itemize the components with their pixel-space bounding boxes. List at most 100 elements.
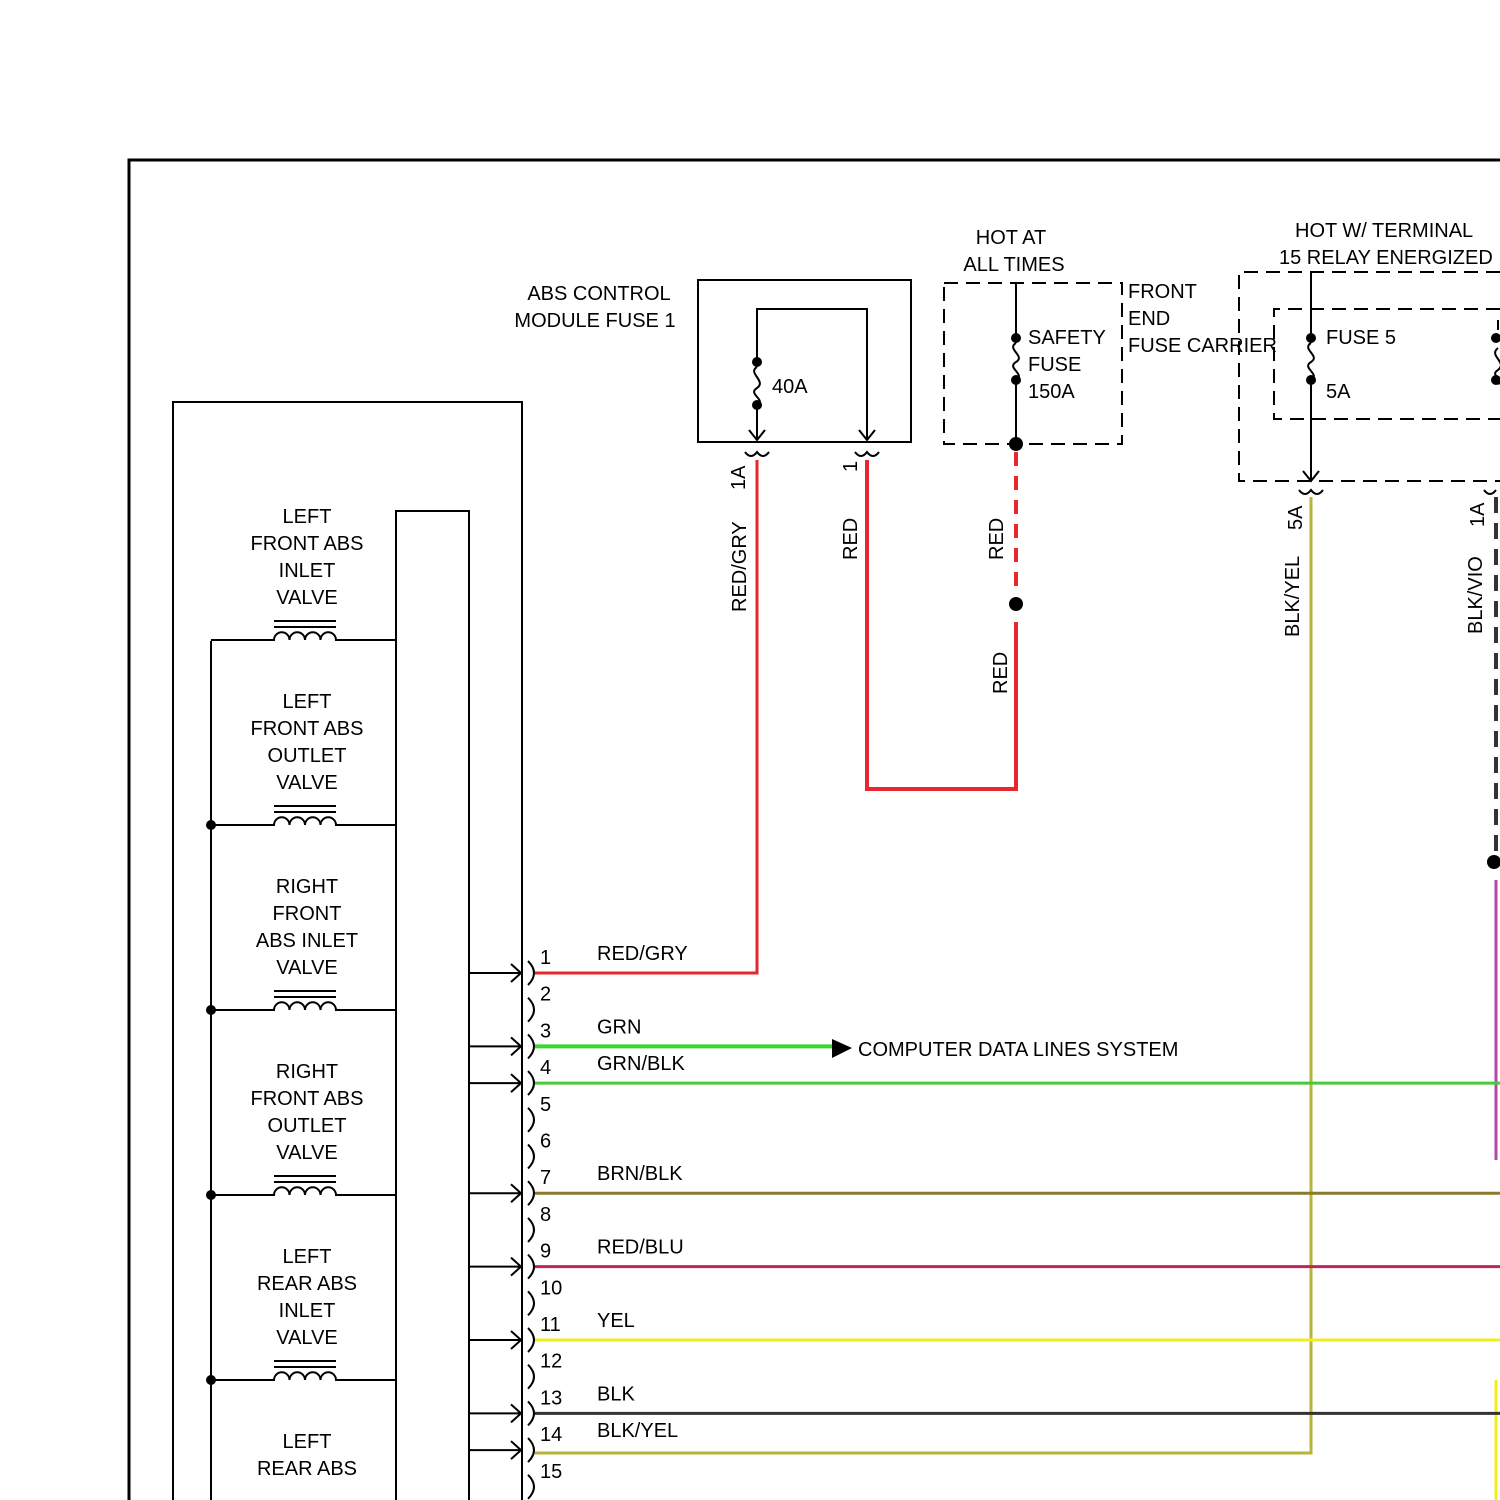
valve-3: RIGHT FRONT ABS INLET VALVE <box>206 876 396 1015</box>
wire-label: YEL <box>597 1310 635 1332</box>
wire-label: BLK <box>597 1383 635 1405</box>
wire-label: BLK/YEL <box>597 1420 678 1442</box>
valve-label-line: VALVE <box>276 587 338 609</box>
hot-at-all-times-line1: HOT AT <box>976 227 1046 249</box>
valve-label-line: ABS INLET <box>256 930 358 952</box>
valve-label-line: VALVE <box>276 1142 338 1164</box>
valve-label-line: VALVE <box>276 957 338 979</box>
solenoid-core-icon <box>274 1361 336 1367</box>
wire-label-red: RED <box>990 652 1012 694</box>
pin-number: 2 <box>540 984 551 1006</box>
wire-label-blk-vio: BLK/VIO <box>1465 556 1487 634</box>
wire-label-red: RED <box>840 518 862 560</box>
valve-4: RIGHT FRONT ABS OUTLET VALVE <box>206 1061 396 1200</box>
computer-data-lines-label: COMPUTER DATA LINES SYSTEM <box>858 1039 1178 1061</box>
splice-dot <box>206 1375 216 1385</box>
pin-number: 12 <box>540 1351 562 1373</box>
connector-pin-icon <box>528 1071 534 1095</box>
splice-dot <box>206 1005 216 1015</box>
hot-w-terminal-line2: 15 RELAY ENERGIZED <box>1279 247 1493 269</box>
fuse-5-box: HOT W/ TERMINAL 15 RELAY ENERGIZED FUSE … <box>1239 220 1500 530</box>
abs-internal-bus <box>396 511 469 1500</box>
fuse-5-rating: 5A <box>1326 381 1351 403</box>
valve-label-line: FRONT ABS <box>251 718 364 740</box>
solenoid-core-icon <box>274 1176 336 1182</box>
wire-label: BRN/BLK <box>597 1163 683 1185</box>
connector-pin-icon <box>528 998 534 1022</box>
connector-icon <box>745 452 769 456</box>
valve-label-line: VALVE <box>276 1327 338 1349</box>
valve-label-line: RIGHT <box>276 876 338 898</box>
fuse-box-outline <box>698 280 911 442</box>
valve-label-line: RIGHT <box>276 1061 338 1083</box>
solenoid-coil-icon <box>211 1002 396 1010</box>
solenoid-core-icon <box>274 806 336 812</box>
solenoid-coil-icon <box>211 632 396 640</box>
solenoid-coil-icon <box>211 817 396 825</box>
pin-label-5a: 5A <box>1285 505 1307 530</box>
valve-label-line: LEFT <box>283 506 332 528</box>
arrow-right-icon <box>832 1039 852 1058</box>
diagram-frame <box>129 160 1500 1500</box>
valve-6: LEFT REAR ABS <box>257 1431 357 1480</box>
connector-icon <box>855 452 879 456</box>
valve-label-line: REAR ABS <box>257 1458 357 1480</box>
connector-pin-icon <box>528 961 534 985</box>
splice-dot <box>1009 597 1023 611</box>
valve-label-line: FRONT <box>273 903 342 925</box>
valve-label-line: LEFT <box>283 1246 332 1268</box>
hot-w-terminal-line1: HOT W/ TERMINAL <box>1295 220 1473 242</box>
arrow-right-icon <box>469 1037 521 1055</box>
pin-number: 5 <box>540 1094 551 1116</box>
solenoid-coil-icon <box>211 1187 396 1195</box>
connector-pin-icon <box>528 1365 534 1389</box>
arrow-right-icon <box>469 1441 521 1459</box>
pin-label-1a: 1A <box>728 465 750 490</box>
fuse-40a-rating: 40A <box>772 376 808 398</box>
fuse-5-outer-outline <box>1239 272 1500 481</box>
valve-label-line: OUTLET <box>268 1115 347 1137</box>
valve-label-line: REAR ABS <box>257 1273 357 1295</box>
arrow-right-icon <box>469 964 521 982</box>
connector-pin-icon <box>528 1475 534 1499</box>
pin-number: 8 <box>540 1204 551 1226</box>
solenoid-coil-icon <box>211 1372 396 1380</box>
fuse-5-name: FUSE 5 <box>1326 327 1396 349</box>
connector-pin-icon <box>528 1145 534 1169</box>
solenoid-core-icon <box>274 991 336 997</box>
connector-icon <box>1484 490 1496 494</box>
pin-number: 1 <box>540 947 551 969</box>
abs-control-module-fuse-box: ABS CONTROL MODULE FUSE 1 40A 1A 1 <box>514 280 911 490</box>
pin-number: 11 <box>540 1314 561 1336</box>
pin-number: 15 <box>540 1461 562 1483</box>
abs-connector: 123456789101112131415 <box>469 947 562 1499</box>
valve-label-line: VALVE <box>276 772 338 794</box>
pin-number: 4 <box>540 1057 551 1079</box>
fuse-box-bus <box>757 309 867 440</box>
safety-fuse-name-line1: SAFETY <box>1028 327 1106 349</box>
connector-wires: RED/GRYGRNGRN/BLKBRN/BLKRED/BLUYELBLKBLK… <box>535 943 1500 1442</box>
connector-pin-icon <box>528 1328 534 1352</box>
valve-label-line: FRONT ABS <box>251 1088 364 1110</box>
splice-dot <box>206 1190 216 1200</box>
pin-label-1a: 1A <box>1467 502 1489 527</box>
partial-fuse-icon <box>1495 320 1500 384</box>
connector-pin-icon <box>528 1108 534 1132</box>
arrow-right-icon <box>469 1184 521 1202</box>
connector-pin-icon <box>528 1438 534 1462</box>
valve-label-line: INLET <box>279 560 336 582</box>
valve-label-line: LEFT <box>283 1431 332 1453</box>
fuse-carrier-line2: END <box>1128 308 1170 330</box>
connector-pin-icon <box>528 1291 534 1315</box>
pin-label-1: 1 <box>840 461 862 472</box>
valve-label-line: FRONT ABS <box>251 533 364 555</box>
splice-dot <box>206 820 216 830</box>
pin-number: 3 <box>540 1020 551 1042</box>
wire-label-red: RED <box>986 518 1008 560</box>
wire-blk-yel <box>535 497 1311 1453</box>
connector-pin-icon <box>528 1181 534 1205</box>
safety-fuse-box: HOT AT ALL TIMES SAFETY FUSE 150A <box>944 227 1122 451</box>
solenoid-core-icon <box>274 621 336 627</box>
